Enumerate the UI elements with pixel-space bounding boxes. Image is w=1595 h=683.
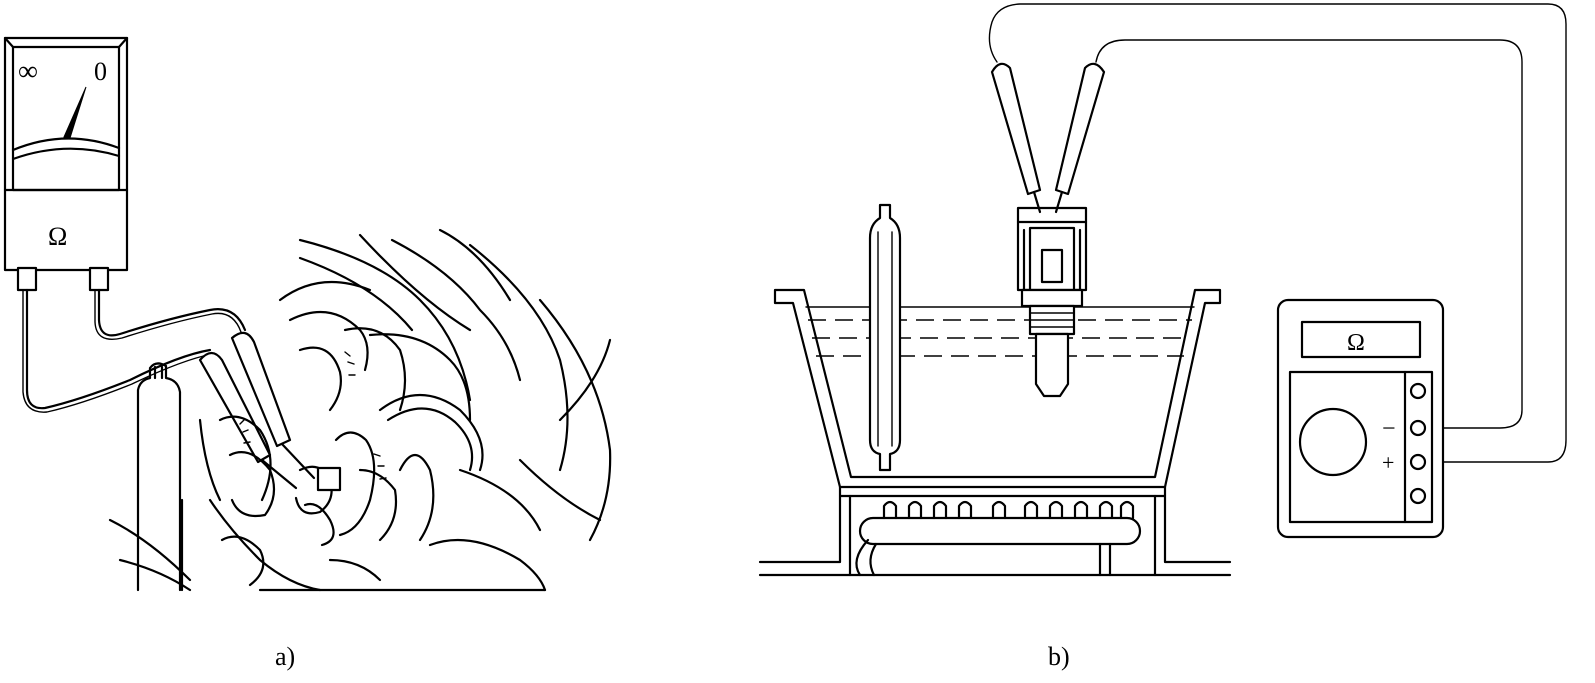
rotary-dial [1298, 407, 1368, 477]
thermometer [868, 203, 902, 472]
test-leads [22, 288, 316, 490]
digital-ohmmeter: Ω − + [1276, 298, 1445, 539]
jack-minus [1409, 419, 1427, 437]
engine-compartment-sketch [108, 228, 612, 592]
caption-a: a) [275, 642, 295, 671]
probe-left [198, 351, 298, 490]
lead-outer [988, 3, 1567, 463]
meter-needle [63, 86, 87, 139]
sensor-probe-tip [1034, 332, 1070, 398]
meter-display [1300, 320, 1422, 359]
analog-ohmmeter: ∞ 0 Ω [3, 36, 129, 292]
jack-plus [1409, 453, 1427, 471]
terminal-left [16, 266, 38, 292]
lead-inner [1095, 39, 1523, 429]
sensor-connector [316, 466, 342, 492]
terminal-right [88, 266, 110, 292]
jack-1 [1409, 382, 1427, 400]
heater-stove [758, 485, 1232, 577]
scale-infinity-label: ∞ [18, 56, 38, 87]
minus-terminal-label: − [1382, 416, 1396, 442]
panel-a: ∞ 0 Ω [3, 36, 612, 671]
display-ohm-symbol: Ω [1347, 330, 1365, 356]
probe-left [990, 62, 1042, 196]
heating-vessel [773, 288, 1222, 489]
plus-terminal-label: + [1382, 450, 1394, 475]
probe-right [230, 331, 316, 480]
probe-right [1054, 62, 1106, 196]
caption-b: b) [1048, 642, 1070, 671]
probe-leads [988, 3, 1567, 463]
scale-zero-label: 0 [94, 57, 107, 86]
panel-b: Ω − + b) [758, 3, 1567, 671]
sensor-hex-nut [1020, 288, 1084, 308]
ohm-unit-label: Ω [48, 222, 67, 251]
jack-4 [1409, 487, 1427, 505]
burner-tube [858, 516, 1142, 546]
burner-flame-jets [882, 500, 1135, 520]
temperature-sensor [1016, 206, 1088, 398]
